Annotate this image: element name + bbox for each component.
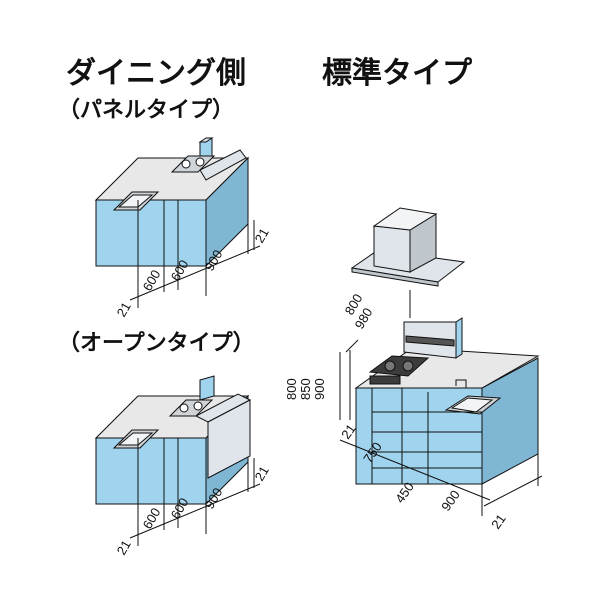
standard-type-unit [339, 207, 543, 516]
panel-hob-burner-1 [181, 159, 191, 169]
panel-back-panel-top [198, 137, 214, 143]
open-dining-counter-face [207, 399, 251, 479]
open-width-2: 600 [140, 505, 164, 531]
standard-dim-baseline-2 [483, 475, 543, 507]
standard-sink-inner [450, 397, 494, 413]
standard-height-guide-3 [345, 339, 359, 353]
panel-hob-burner-2 [195, 157, 205, 167]
standard-width-1: 21 [338, 421, 359, 441]
title-panel-type: （パネルタイプ） [58, 98, 235, 123]
standard-hob [368, 355, 430, 377]
title-dining-side: ダイニング側 [66, 56, 246, 91]
standard-dim-baseline-1 [339, 439, 491, 501]
title-standard-type: 標準タイプ [322, 56, 472, 91]
open-width-5: 21 [252, 463, 272, 483]
standard-hood-body-top [372, 207, 438, 231]
title-open-type: （オープンタイプ） [58, 331, 255, 356]
panel-type-unit [94, 137, 261, 308]
standard-faucet [455, 379, 467, 388]
standard-hob-burner-1 [384, 360, 396, 372]
panel-width-2: 600 [140, 267, 164, 293]
standard-counter-height-2: 850 [298, 378, 313, 400]
standard-rail [405, 335, 455, 347]
standard-hood-body-front [373, 225, 411, 273]
standard-hob-controls [369, 375, 401, 385]
standard-width-5: 21 [488, 511, 509, 531]
standard-hood-base-edge [351, 267, 439, 287]
open-sink-inner [117, 432, 154, 446]
open-dim-baseline [129, 483, 261, 539]
open-width-1: 21 [114, 537, 134, 557]
standard-width-4: 900 [438, 487, 463, 513]
panel-width-5: 21 [252, 225, 272, 245]
standard-back-panel-side [455, 317, 463, 359]
panel-cabinet-front [95, 199, 207, 267]
standard-counter-height-3: 900 [312, 378, 327, 400]
open-hob-burner-1 [179, 403, 189, 413]
standard-counter-height-1: 800 [284, 378, 299, 400]
open-back-panel [199, 375, 215, 401]
standard-hob-burner-2 [402, 360, 414, 372]
open-hob-burner-2 [193, 401, 203, 411]
panel-dining-panel [199, 149, 247, 181]
open-cabinet-front [95, 437, 207, 505]
open-type-unit [94, 375, 261, 546]
panel-dim-baseline [129, 245, 261, 301]
panel-sink-inner [117, 194, 154, 208]
panel-width-1: 21 [114, 299, 134, 319]
